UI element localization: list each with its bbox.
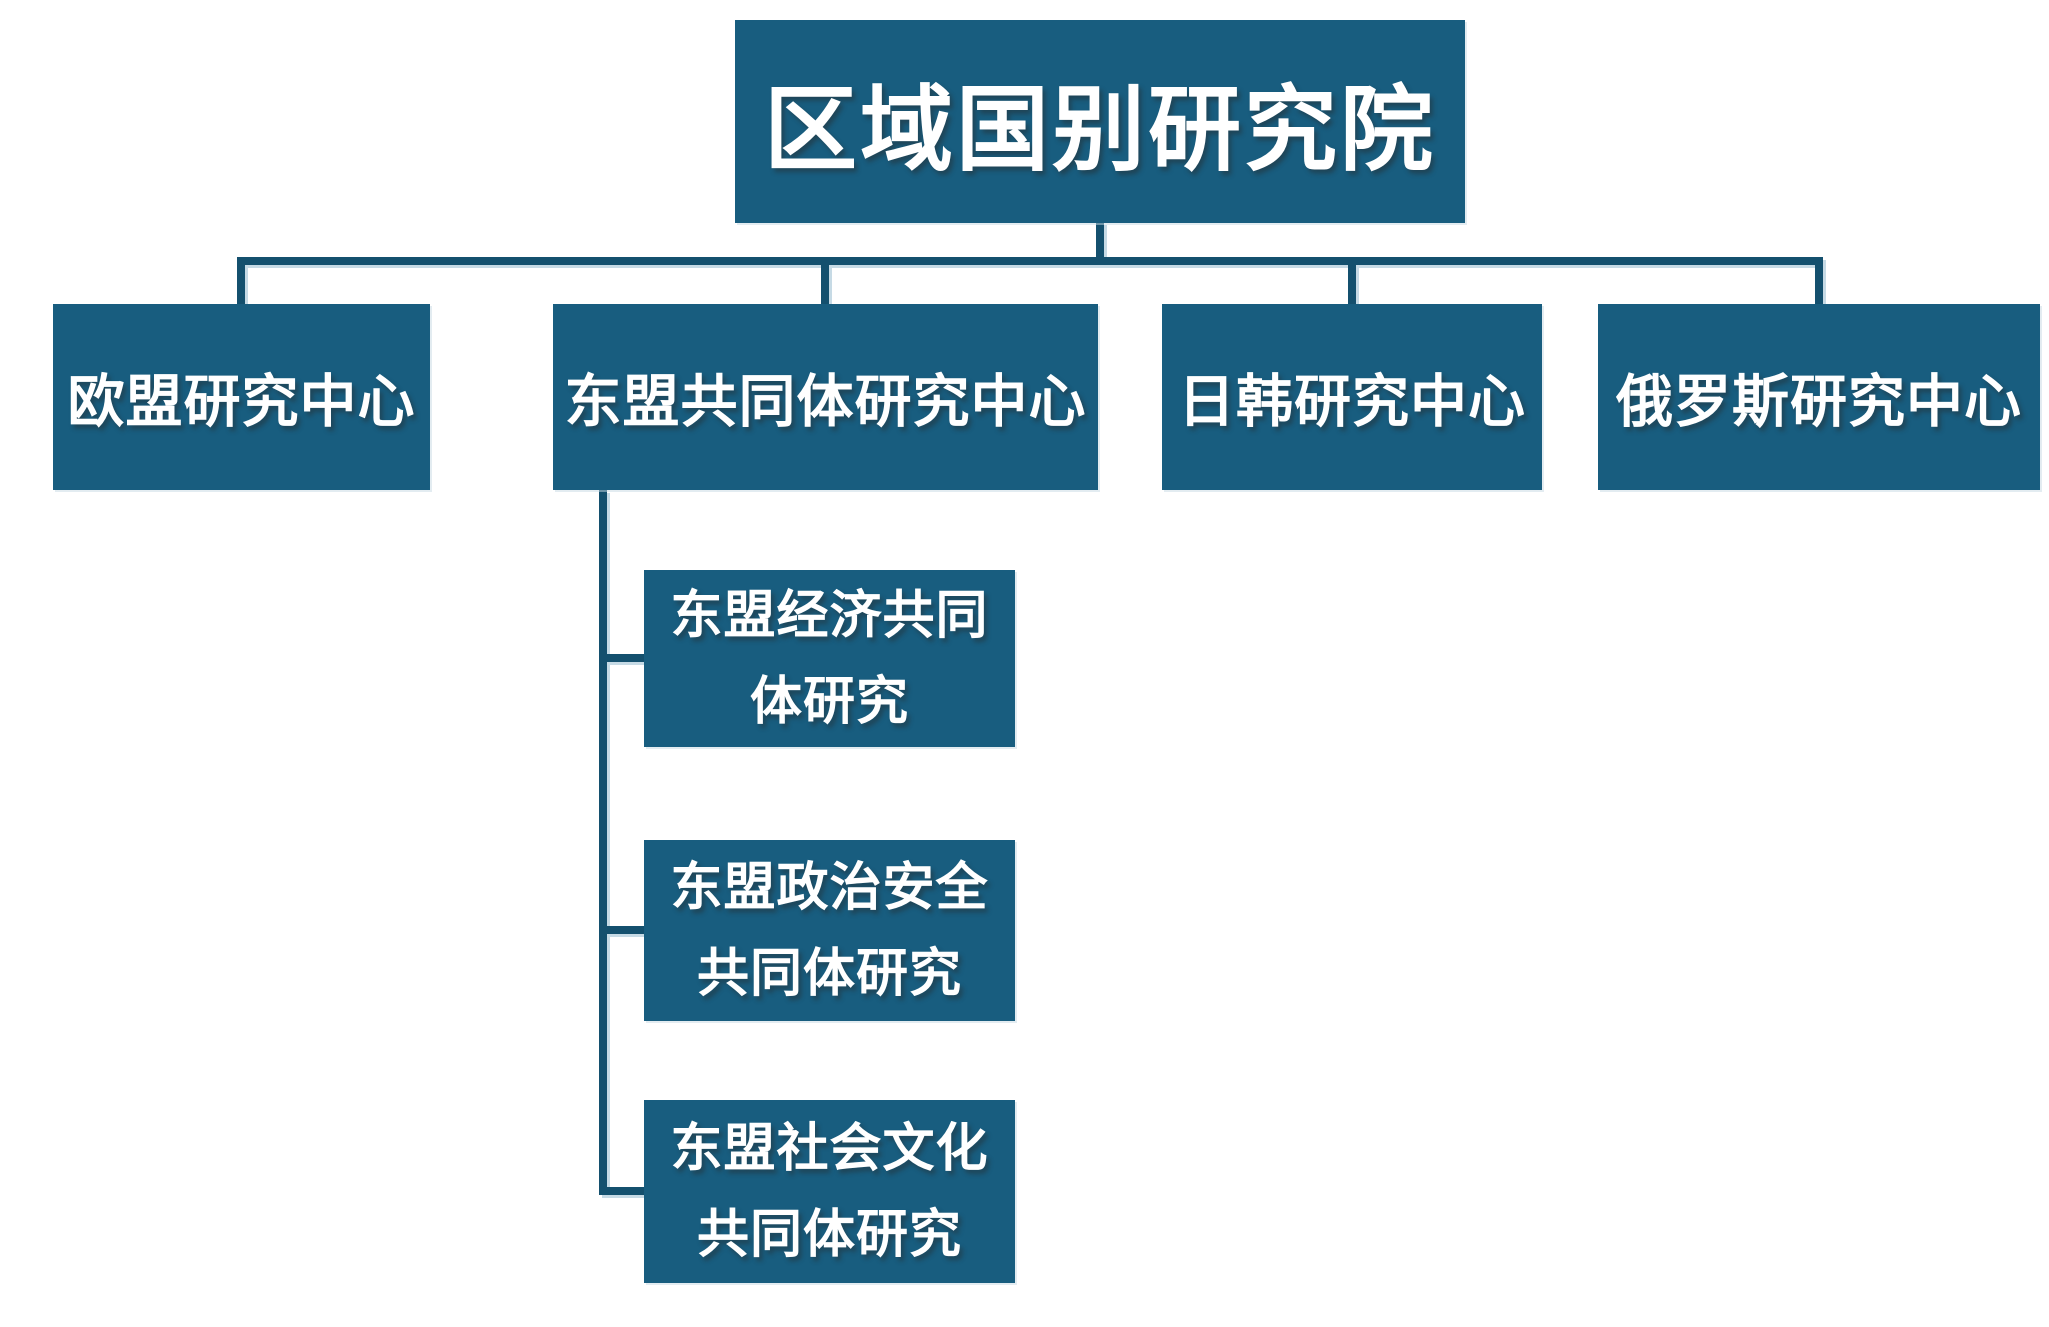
org-center-label-eu: 欧盟研究中心	[67, 370, 416, 434]
org-center-box-asean: 东盟共同体研究中心	[553, 304, 1098, 490]
org-sub-label-line: 东盟社会文化	[670, 1119, 989, 1178]
org-sub-box-economic-community: 东盟经济共同 体研究	[644, 570, 1015, 747]
org-sub-box-socio-cultural-community: 东盟社会文化 共同体研究	[644, 1100, 1015, 1283]
org-center-label-russia: 俄罗斯研究中心	[1616, 370, 2022, 434]
org-sub-label-line: 体研究	[749, 672, 909, 731]
org-center-box-eu: 欧盟研究中心	[53, 304, 430, 490]
org-sub-label-line: 共同体研究	[696, 1205, 962, 1264]
org-sub-label-line: 共同体研究	[696, 944, 962, 1003]
org-center-label-asean: 东盟共同体研究中心	[564, 370, 1087, 434]
org-center-box-russia: 俄罗斯研究中心	[1598, 304, 2040, 490]
org-root-box: 区域国别研究院	[735, 20, 1465, 223]
org-sub-box-political-security-community: 东盟政治安全 共同体研究	[644, 840, 1015, 1021]
org-center-label-japan-korea: 日韩研究中心	[1178, 370, 1526, 434]
org-center-box-japan-korea: 日韩研究中心	[1162, 304, 1542, 490]
org-sub-label-line: 东盟经济共同	[670, 586, 989, 645]
org-sub-label-line: 东盟政治安全	[670, 858, 989, 917]
org-root-label: 区域国别研究院	[764, 78, 1436, 182]
